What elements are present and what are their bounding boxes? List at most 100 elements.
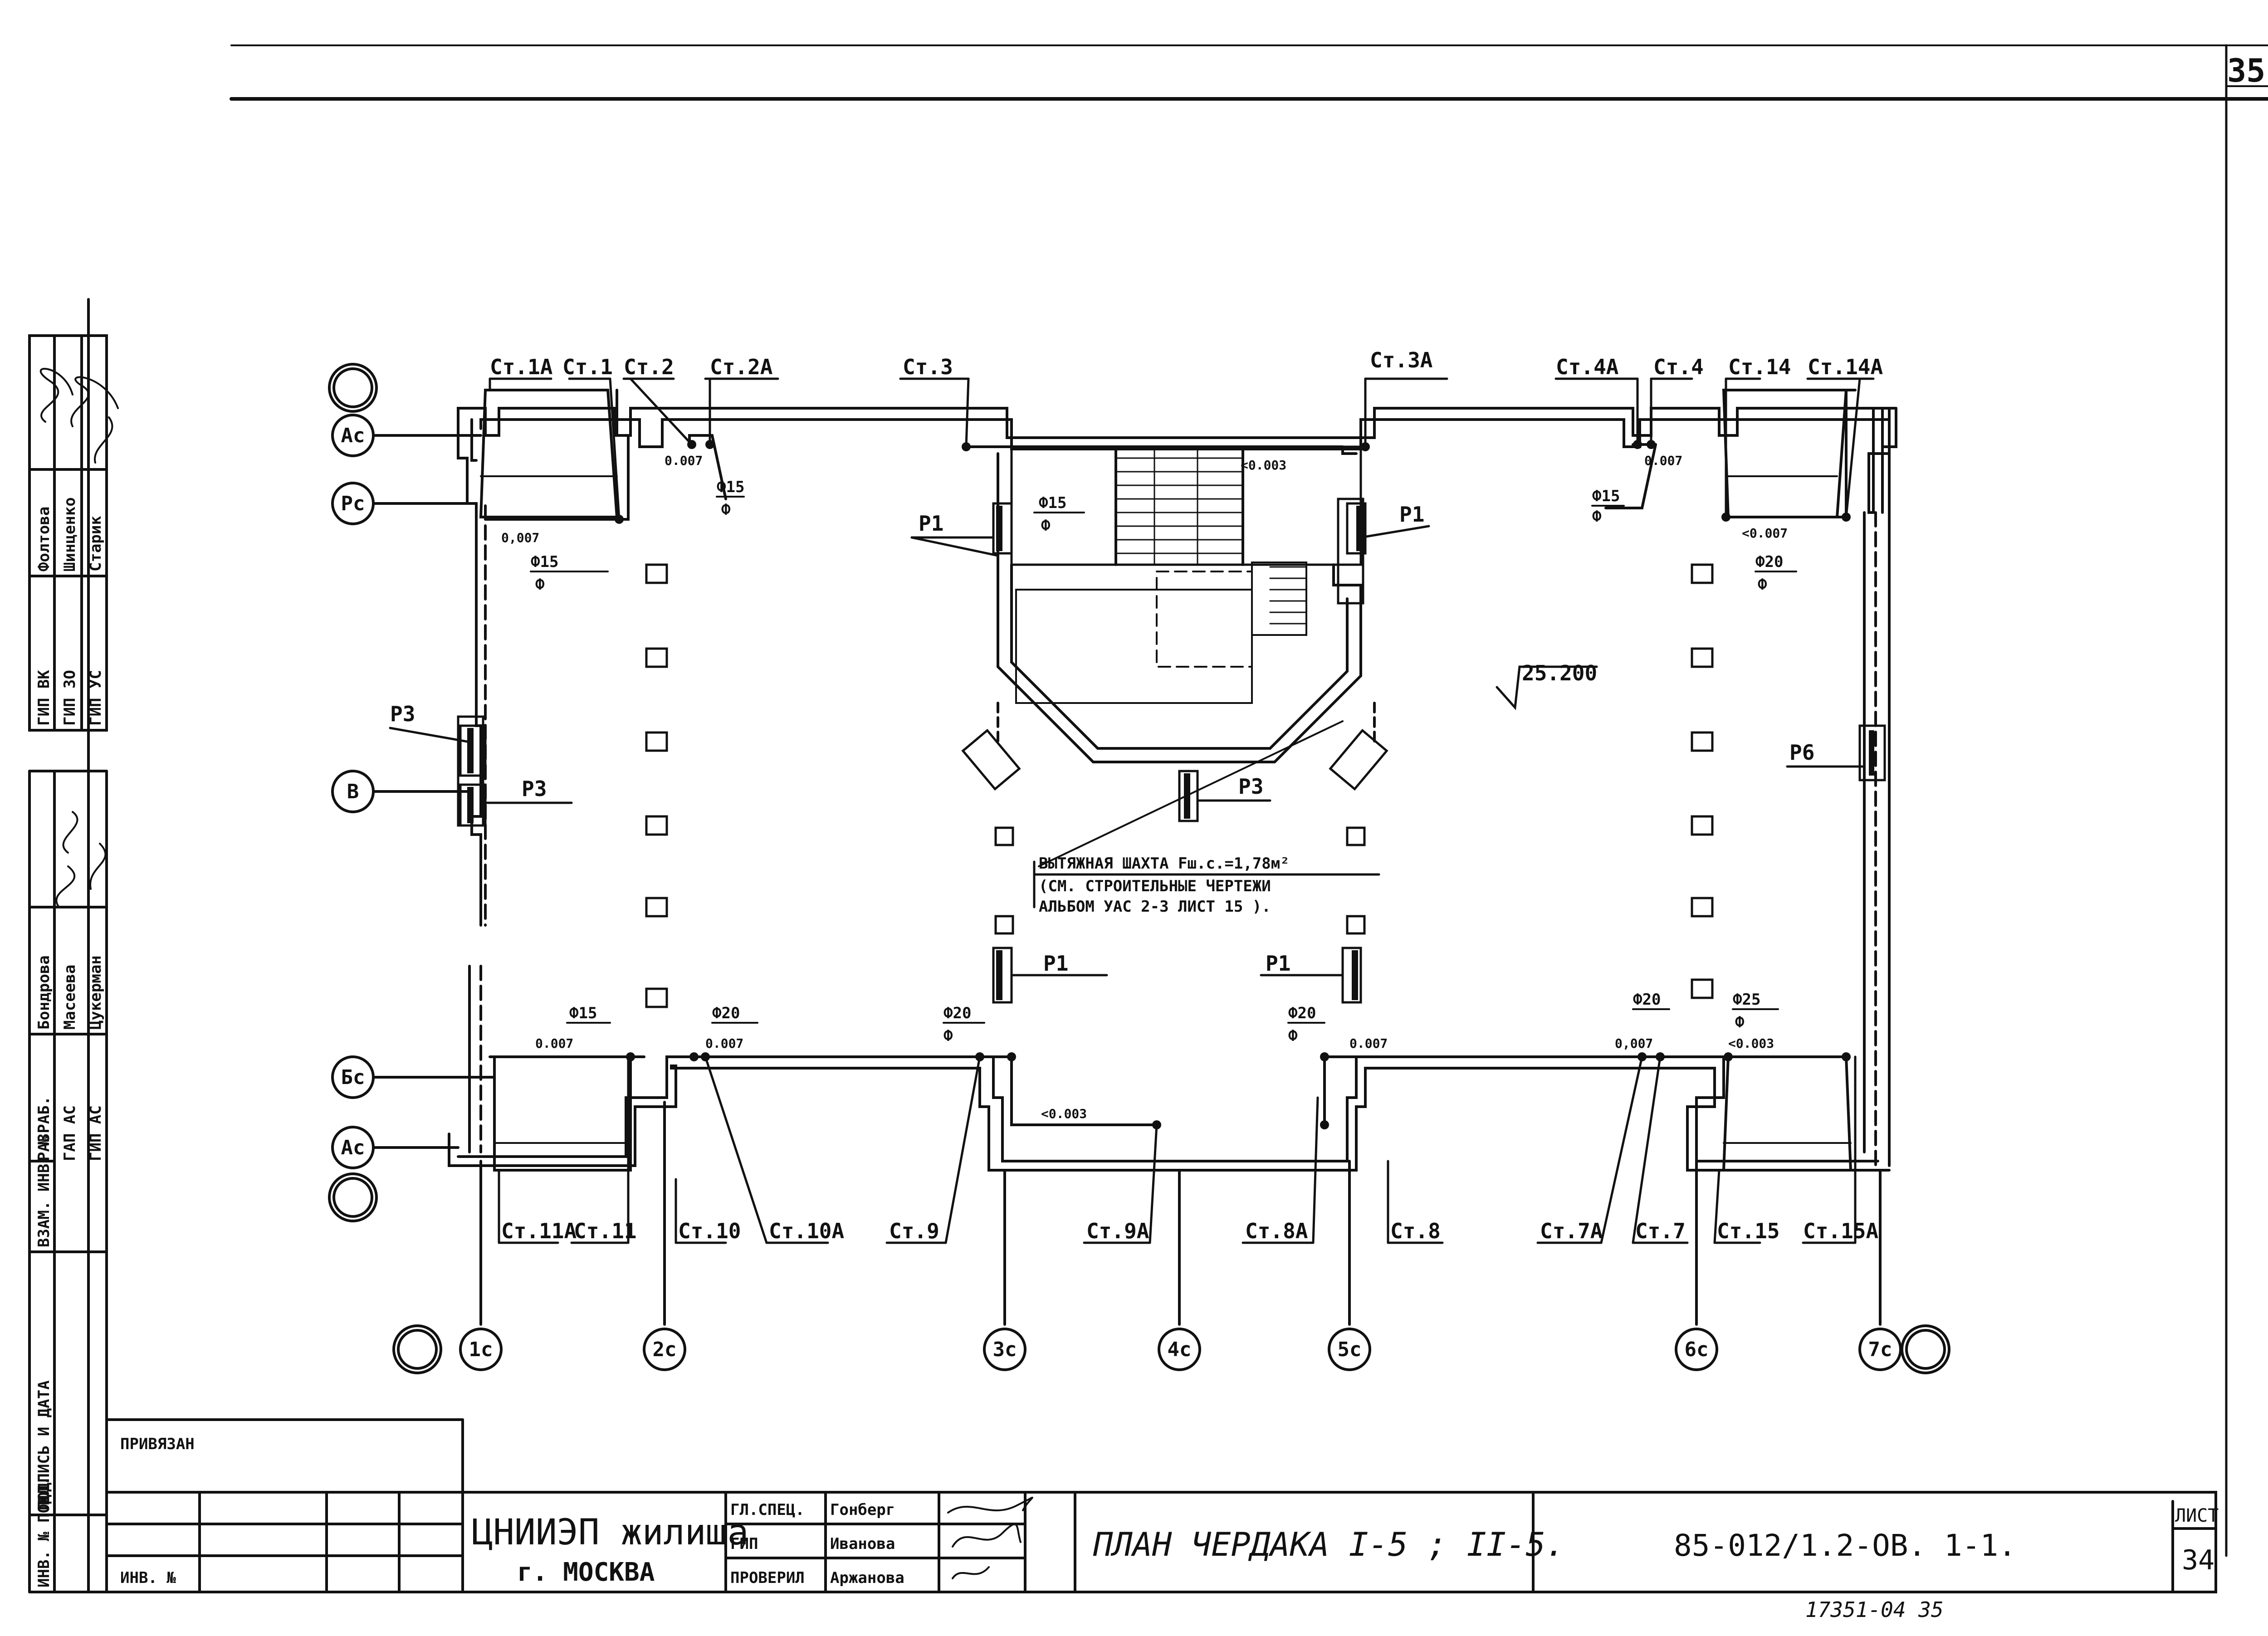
- stack-label-4a: Ст.4А: [1556, 355, 1618, 379]
- slope-mark-l: <0.003: [1728, 1036, 1774, 1051]
- pipe-mark-phi-d: Ф: [1592, 508, 1602, 526]
- stamp-name-starik: Старик: [87, 516, 105, 571]
- axis-label-5c: 5с: [1338, 1338, 1362, 1361]
- axis-label-7c: 7с: [1868, 1338, 1892, 1361]
- pipe-mark-d20-d: Ф20: [1288, 1004, 1316, 1022]
- stack-label-14: Ст.14: [1728, 355, 1791, 379]
- slope-mark-g: 0.007: [535, 1036, 573, 1051]
- pipe-mark-d20-c: Ф20: [943, 1004, 971, 1022]
- pipe-mark-phi-b: Ф: [721, 501, 731, 519]
- riser-label-p3-wall-top: Р3: [390, 702, 415, 726]
- org-city: г. МОСКВА: [517, 1558, 655, 1587]
- stamp-name-maseeva: Масеева: [61, 965, 79, 1030]
- stamp-signature-date-label: ПОДПИСЬ И ДАТА: [35, 1380, 53, 1510]
- riser-label-p3-wall-bottom: Р3: [522, 776, 547, 801]
- pipe-mark-phi-e: Ф: [1758, 576, 1767, 594]
- sheet-corner-number: 35: [2227, 52, 2265, 89]
- pipe-mark-d15-c: Ф15: [1039, 494, 1066, 512]
- stack-label-3a: Ст.3А: [1370, 348, 1432, 372]
- name-arzhanova: Аржанова: [830, 1569, 904, 1587]
- stamp-role-gip-as: ГИП АС: [87, 1105, 105, 1161]
- axis-label-ac-bottom: Ас: [341, 1136, 365, 1159]
- slope-mark-c: <0.003: [1241, 458, 1286, 473]
- slope-mark-j: 0.007: [1349, 1036, 1388, 1051]
- stamp-role-gip-zo: ГИП ЗО: [61, 670, 79, 726]
- slope-mark-k: 0,007: [1615, 1036, 1653, 1051]
- role-gip: ГИП: [730, 1535, 758, 1553]
- axis-label-ac-top: Ас: [341, 424, 365, 447]
- stack-label-9a: Ст.9А: [1086, 1219, 1149, 1243]
- pipe-mark-d20-a: Ф20: [1755, 553, 1783, 571]
- axis-label-2c: 2с: [653, 1338, 677, 1361]
- slope-mark-b: 0,007: [501, 530, 539, 545]
- shaft-note-line-3: АЛЬБОМ УАС 2-3 ЛИСТ 15 ).: [1039, 898, 1271, 916]
- axis-label-3c: 3с: [993, 1338, 1017, 1361]
- stamp-role-gap-as: ГАП АС: [61, 1105, 79, 1161]
- stamp-name-foltova: Фолтова: [35, 507, 53, 571]
- slope-mark-a: 0.007: [665, 453, 703, 468]
- stack-label-15: Ст.15: [1717, 1219, 1779, 1243]
- axis-label-bc: Бс: [341, 1066, 365, 1089]
- role-chief-specialist: ГЛ.СПЕЦ.: [730, 1501, 805, 1519]
- bound-inv-label: ИНВ. №: [120, 1569, 176, 1587]
- pipe-mark-d25: Ф25: [1733, 991, 1760, 1009]
- stack-label-8: Ст.8: [1390, 1219, 1441, 1243]
- riser-label-p1-bottom-left: Р1: [1043, 951, 1068, 976]
- stack-label-11: Ст.11: [574, 1219, 636, 1243]
- pipe-mark-d15-d: Ф15: [1592, 487, 1620, 505]
- stack-label-14a: Ст.14А: [1808, 355, 1883, 379]
- stamp-role-razrab: РАЗРАБ.: [35, 1096, 53, 1161]
- stack-label-7a: Ст.7А: [1540, 1219, 1603, 1243]
- shaft-note-line-1: ВЫТЯЖНАЯ ШАХТА Fш.с.=1,78м²: [1039, 855, 1290, 873]
- pipe-mark-phi-f: Ф: [943, 1027, 953, 1045]
- stamp-inv-podl-label: ИНВ. № ПОДЛ.: [35, 1476, 53, 1587]
- pipe-mark-phi-h: Ф: [1735, 1013, 1745, 1031]
- pipe-mark-d15-e: Ф15: [569, 1004, 597, 1022]
- axis-label-1c: 1с: [469, 1338, 493, 1361]
- stack-label-10: Ст.10: [678, 1219, 741, 1243]
- stamp-role-gip-vk: ГИП ВК: [35, 670, 53, 726]
- sheet-label: ЛИСТ: [2175, 1505, 2219, 1526]
- stack-label-1a: Ст.1А: [490, 355, 552, 379]
- stack-label-2a: Ст.2А: [710, 355, 772, 379]
- riser-label-p1-bottom-right: Р1: [1266, 951, 1290, 976]
- stack-label-9: Ст.9: [889, 1219, 939, 1243]
- riser-label-p3-shaft: Р3: [1238, 774, 1263, 799]
- stack-label-1: Ст.1: [562, 355, 613, 379]
- axis-label-4c: 4с: [1168, 1338, 1192, 1361]
- riser-label-p6: Р6: [1789, 740, 1814, 765]
- stack-label-11a: Ст.11А: [501, 1219, 577, 1243]
- stack-label-2: Ст.2: [624, 355, 674, 379]
- elevation-mark: 25.200: [1522, 661, 1597, 685]
- sheet-number: 34: [2182, 1544, 2214, 1576]
- stack-label-3: Ст.3: [903, 355, 953, 379]
- org-name: ЦНИИЭП жилища: [472, 1512, 748, 1553]
- stack-label-4: Ст.4: [1653, 355, 1704, 379]
- axis-label-6c: 6с: [1685, 1338, 1709, 1361]
- stack-label-7: Ст.7: [1635, 1219, 1686, 1243]
- pipe-mark-d15-b: Ф15: [717, 478, 744, 496]
- drawing-code: 85-012/1.2-ОВ. 1-1.: [1674, 1528, 2016, 1563]
- stack-label-15a: Ст.15А: [1803, 1219, 1878, 1243]
- role-checked: ПРОВЕРИЛ: [730, 1569, 805, 1587]
- slope-mark-h: 0.007: [705, 1036, 743, 1051]
- shaft-note-line-2: (СМ. СТРОИТЕЛЬНЫЕ ЧЕРТЕЖИ: [1039, 877, 1271, 895]
- stamp-name-bondrova: Бондрова: [35, 955, 53, 1030]
- riser-label-p1-top-left: Р1: [919, 511, 943, 536]
- stamp-name-shintsenko: Шинценко: [61, 497, 79, 571]
- stack-label-8a: Ст.8А: [1245, 1219, 1308, 1243]
- archive-number: 17351-04 35: [1805, 1597, 1944, 1622]
- slope-mark-f: <0.007: [1742, 526, 1788, 541]
- stack-label-10a: Ст.10А: [769, 1219, 844, 1243]
- pipe-mark-phi-g: Ф: [1288, 1027, 1298, 1045]
- stamp-vzam-inv-label: ВЗАМ. ИНВ. №: [35, 1136, 53, 1247]
- pipe-mark-phi-a: Ф: [535, 576, 545, 594]
- slope-mark-i: <0.003: [1041, 1106, 1087, 1121]
- bound-label: ПРИВЯЗАН: [120, 1435, 195, 1453]
- drawing-title: ПЛАН ЧЕРДАКА I-5 ; II-5.: [1093, 1525, 1565, 1563]
- pipe-mark-phi-c: Ф: [1041, 517, 1051, 535]
- axis-label-pc: Рс: [341, 492, 365, 515]
- name-ivanova: Иванова: [830, 1535, 895, 1553]
